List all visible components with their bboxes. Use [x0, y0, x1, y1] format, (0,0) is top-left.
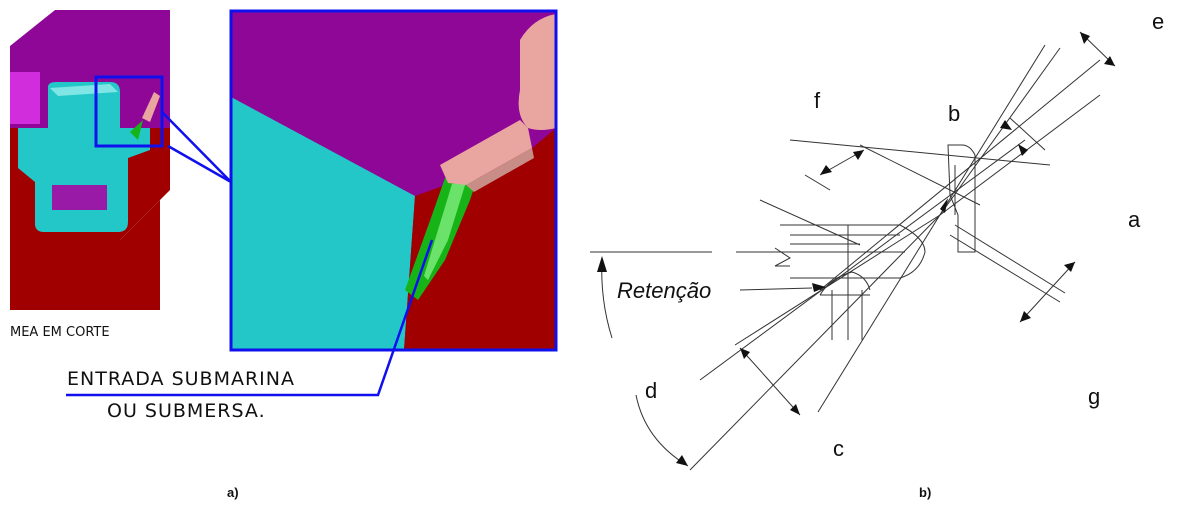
cone-line-1 [939, 47, 1061, 216]
sprue-tip [774, 247, 791, 267]
caption-b: b) [919, 485, 931, 500]
dim-g-ext2 [954, 224, 1066, 294]
core-shadow [50, 84, 118, 96]
zoom-sprue [518, 14, 556, 130]
gate-axis-lower [699, 139, 1026, 381]
panel-a-3d-view: MEA EM CORTE ENTRADA SUBMARINA OU SUBMER… [10, 9, 558, 500]
dim-f-ext-bottom [804, 174, 831, 191]
core-profile [18, 82, 150, 232]
arrowhead-e-mid2 [1018, 144, 1028, 156]
dim-long-diag [789, 139, 1051, 166]
retention-pocket [819, 271, 871, 296]
arrowhead-g-top [1064, 262, 1075, 272]
dimension-arrowheads [676, 32, 1115, 466]
dim-g-ext [949, 234, 1061, 303]
label-b: b [948, 101, 960, 126]
cone-line-4 [734, 214, 941, 346]
label-a: a [1128, 207, 1141, 232]
dim-e-ext [1009, 117, 1046, 151]
zoom-runner-shade [466, 148, 534, 192]
label-e: e [1152, 9, 1164, 34]
mini-runner [142, 92, 160, 122]
runner-outline [780, 224, 926, 279]
arrowhead-g-bottom [1020, 311, 1031, 322]
core-recess [52, 185, 107, 210]
zoom-connector-upper [161, 111, 232, 183]
label-d: d [645, 378, 657, 403]
retention-arrowhead [597, 256, 607, 272]
dim-d-arc-guide [759, 199, 861, 246]
gate-axis-main [817, 44, 1046, 413]
arrowhead-e-top [1080, 32, 1090, 44]
arrowhead-c-top [740, 348, 750, 359]
section-label: MEA EM CORTE [10, 325, 110, 340]
arrowhead-e-mid [1000, 120, 1012, 130]
label-c: c [833, 436, 844, 461]
panel-b-technical-drawing [590, 31, 1116, 471]
arrowhead-f-top [853, 150, 864, 160]
dim-d-arc [635, 394, 689, 467]
callout-text-line1: ENTRADA SUBMARINA [67, 368, 295, 390]
callout-leader [66, 239, 434, 397]
arrowhead-b [940, 198, 948, 213]
retention-label: Retenção [617, 278, 711, 303]
gate-body [947, 144, 976, 253]
arrowhead-retention [812, 283, 826, 292]
dim-c-line [739, 347, 801, 416]
panel-b-labels: Retenção a b c d e f g b) [617, 9, 1164, 500]
retention-leader [739, 287, 813, 291]
mold-front-face [10, 200, 160, 310]
cone-line-2 [939, 94, 1101, 216]
label-f: f [814, 88, 821, 113]
zoom-connector-lower [167, 144, 232, 184]
callout-text-line2: OU SUBMERSA. [107, 400, 266, 422]
dim-f-ext-top [859, 144, 981, 206]
mold-overview [10, 10, 170, 310]
label-g: g [1088, 384, 1100, 409]
dim-g-line [1019, 261, 1076, 323]
zoom-core-face [231, 97, 415, 350]
zoom-runner [440, 120, 532, 185]
zoom-detail [229, 9, 558, 352]
mini-magenta-strip [10, 72, 40, 124]
cone-line-3 [689, 214, 941, 471]
arrowhead-d [676, 455, 688, 466]
caption-a: a) [227, 485, 239, 500]
overview-zoom-box [94, 75, 164, 148]
gate-axis-upper [819, 59, 1101, 291]
zoom-gate-highlight [424, 182, 466, 280]
mini-gate [130, 120, 143, 140]
arrowhead-f-bottom [820, 165, 832, 175]
zoom-cavity-face [404, 128, 556, 350]
arrowhead-c-bottom [790, 404, 800, 415]
arrowhead-e-bottom [1104, 56, 1115, 66]
